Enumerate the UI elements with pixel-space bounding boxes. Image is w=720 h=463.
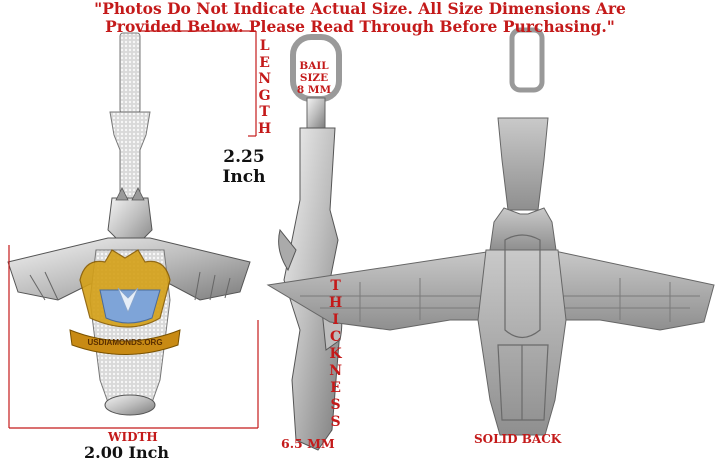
length-letter: H	[258, 120, 272, 137]
thickness-letter: S	[330, 414, 341, 430]
back-view-pendant	[266, 27, 715, 436]
length-letter: T	[259, 104, 270, 120]
width-label: WIDTH	[108, 430, 158, 444]
bail-line-1: BAIL	[299, 60, 329, 72]
size-disclaimer: "Photos Do Not Indicate Actual Size. All…	[0, 0, 720, 36]
width-dimension-box	[8, 245, 259, 429]
thickness-letter: S	[330, 397, 341, 413]
thickness-letter: I	[332, 312, 339, 328]
bail-line-2: SIZE	[299, 72, 329, 84]
thickness-value: 6.5 MM	[281, 436, 335, 451]
thickness-label: T H I C K N E S S	[329, 278, 342, 431]
disclaimer-line-1: "Photos Do Not Indicate Actual Size. All…	[94, 0, 626, 18]
bail-size-label: BAIL SIZE 8 MM	[294, 60, 334, 96]
thickness-letter: C	[330, 329, 342, 345]
thickness-letter: H	[329, 295, 343, 311]
length-letter: G	[258, 87, 271, 104]
thickness-letter: T	[330, 278, 341, 294]
width-value: 2.00 Inch	[84, 443, 170, 462]
bail-line-3: 8 MM	[296, 84, 332, 96]
solid-back-label: SOLID BACK	[474, 432, 562, 446]
length-number: 2.25	[223, 147, 265, 167]
length-value: 2.25 Inch	[222, 147, 266, 187]
disclaimer-line-2: Provided Below. Please Read Through Befo…	[105, 17, 615, 36]
length-letter: N	[258, 71, 272, 87]
watermark-text: USDIAMONDS.ORG	[87, 338, 162, 347]
thickness-letter: N	[329, 363, 343, 379]
thickness-letter: K	[329, 346, 342, 362]
length-dimension-line	[140, 30, 257, 137]
length-label: L E N G T H	[258, 38, 271, 137]
length-letter: L	[259, 38, 270, 54]
thickness-letter: E	[330, 380, 341, 396]
length-unit: Inch	[222, 167, 266, 187]
watermark-logo: USDIAMONDS.ORG	[69, 249, 181, 355]
length-letter: E	[259, 54, 270, 71]
front-view-pendant	[7, 32, 251, 416]
